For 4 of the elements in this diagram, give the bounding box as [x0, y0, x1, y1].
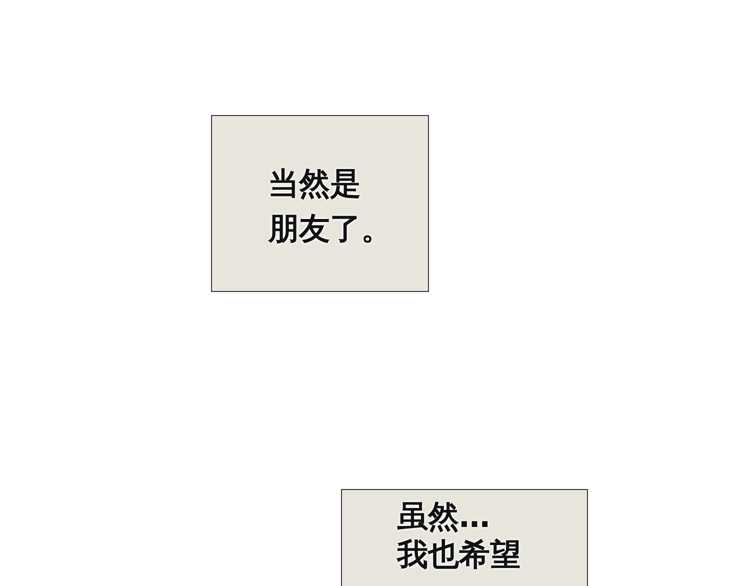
- caption-text: 当然是朋友了。: [268, 165, 392, 249]
- caption-text: 虽然…我也希望: [397, 498, 521, 574]
- caption-box: [211, 115, 429, 292]
- caption-box: [341, 489, 588, 586]
